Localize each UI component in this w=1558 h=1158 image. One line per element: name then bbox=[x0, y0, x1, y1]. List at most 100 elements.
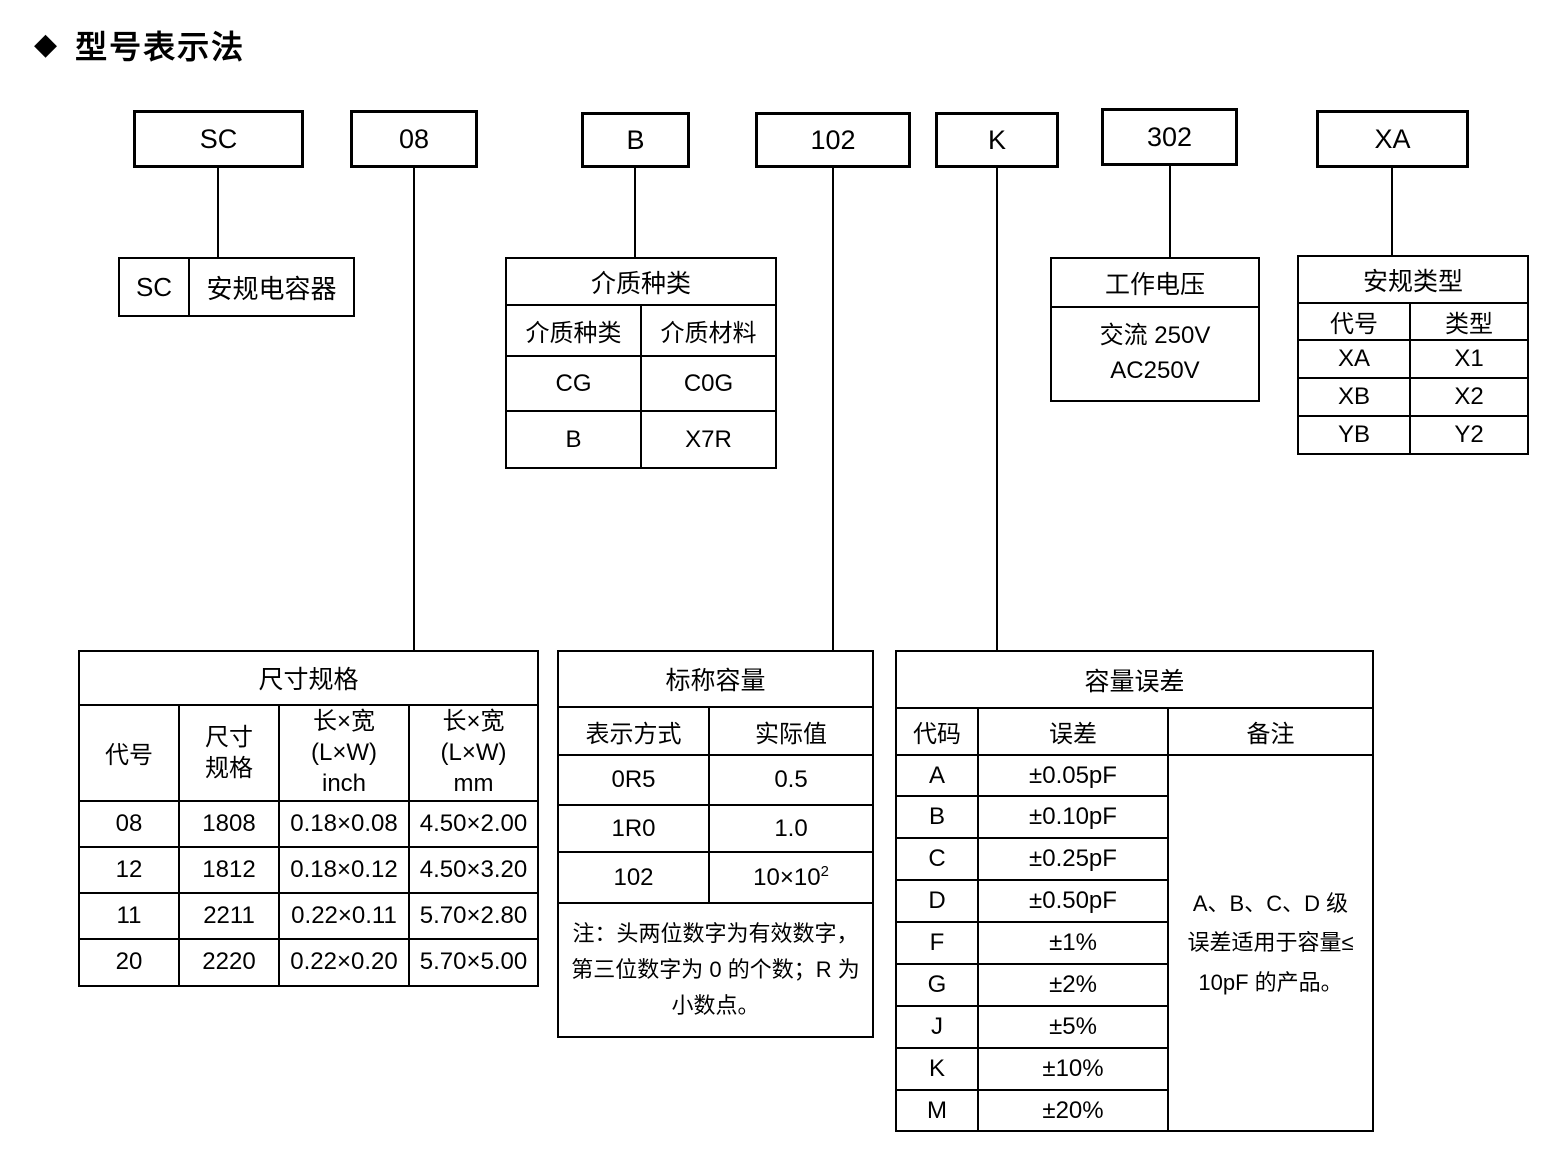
safety-cell: Y2 bbox=[1409, 415, 1529, 455]
capacitance-note: 注：头两位数字为有效数字，第三位数字为 0 的个数；R 为小数点。 bbox=[557, 902, 874, 1038]
connector-line-xa bbox=[1391, 168, 1393, 255]
dielectric-cell: C0G bbox=[640, 355, 777, 412]
prefix-code-cell: SC bbox=[118, 257, 190, 317]
safety-cell: XA bbox=[1297, 339, 1411, 379]
diamond-icon: ◆ bbox=[34, 28, 58, 61]
tolerance-cell-value: ±2% bbox=[977, 963, 1169, 1007]
tolerance-cell-code: A bbox=[895, 754, 979, 797]
dielectric-table-title: 介质种类 bbox=[505, 257, 777, 306]
voltage-line-cn: 交流 250V bbox=[1099, 322, 1211, 350]
size-table-row: 08 1808 0.18×0.08 4.50×2.00 bbox=[78, 799, 539, 848]
capacitance-cell-actual: 10×102 bbox=[708, 851, 874, 904]
code-box-08: 08 bbox=[350, 110, 478, 168]
prefix-table: SC 安规电容器 bbox=[118, 257, 355, 317]
connector-line-sc bbox=[217, 168, 219, 257]
page-title: ◆ 型号表示法 bbox=[34, 22, 245, 68]
tolerance-row: D ±0.50pF bbox=[895, 879, 1373, 923]
capacitance-cell-actual: 1.0 bbox=[708, 804, 874, 853]
prefix-meaning-cell: 安规电容器 bbox=[188, 257, 355, 317]
dielectric-cell: X7R bbox=[640, 410, 777, 469]
tolerance-cell-code: C bbox=[895, 837, 979, 881]
tolerance-cell-code: B bbox=[895, 795, 979, 839]
tolerance-cell-value: ±0.05pF bbox=[977, 754, 1169, 797]
size-cell-mm: 5.70×2.80 bbox=[408, 891, 539, 940]
safety-type-table: 安规类型 代号 类型 XA X1 XB X2 YB Y2 bbox=[1297, 255, 1529, 455]
tolerance-cell-code: K bbox=[895, 1047, 979, 1091]
tolerance-row: C ±0.25pF bbox=[895, 837, 1373, 881]
tolerance-cell-code: G bbox=[895, 963, 979, 1007]
connector-line-08 bbox=[413, 168, 415, 652]
safety-cell: X2 bbox=[1409, 377, 1529, 417]
tolerance-cell-value: ±5% bbox=[977, 1005, 1169, 1049]
dielectric-header-type: 介质种类 bbox=[505, 304, 642, 357]
voltage-line-en: AC250V bbox=[1110, 357, 1200, 384]
size-cell-inch: 0.22×0.11 bbox=[278, 891, 410, 940]
dielectric-cell: CG bbox=[505, 355, 642, 412]
capacitance-row: 102 10×102 bbox=[557, 851, 874, 904]
size-header-mm: 长×宽 (L×W) mm bbox=[408, 704, 539, 802]
connector-line-k bbox=[996, 168, 998, 652]
dielectric-header-material: 介质材料 bbox=[640, 304, 777, 357]
capacitance-header-actual: 实际值 bbox=[708, 706, 874, 756]
capacitance-table-title: 标称容量 bbox=[557, 650, 874, 708]
capacitance-actual-exp: 2 bbox=[820, 863, 829, 880]
size-cell-code: 11 bbox=[78, 891, 180, 940]
tolerance-row: K ±10% bbox=[895, 1047, 1373, 1091]
tolerance-header-code: 代码 bbox=[895, 707, 979, 756]
size-cell-inch: 0.22×0.20 bbox=[278, 937, 410, 987]
voltage-table-title: 工作电压 bbox=[1050, 257, 1260, 308]
size-header-mm-line: mm bbox=[453, 770, 494, 798]
code-box-102: 102 bbox=[755, 112, 911, 168]
tolerance-table: 容量误差 代码 误差 备注 A ±0.05pF A、B、C、D 级误差适用于容量… bbox=[895, 650, 1374, 1132]
tolerance-header-remark: 备注 bbox=[1167, 707, 1374, 756]
size-header-inch: 长×宽 (L×W) inch bbox=[278, 704, 410, 802]
size-cell-inch: 0.18×0.12 bbox=[278, 845, 410, 894]
size-header-mm-line: 长×宽 bbox=[442, 708, 505, 735]
size-cell-code: 08 bbox=[78, 799, 180, 848]
tolerance-cell-value: ±0.50pF bbox=[977, 879, 1169, 923]
tolerance-cell-code: J bbox=[895, 1005, 979, 1049]
tolerance-row: G ±2% bbox=[895, 963, 1373, 1007]
connector-line-302 bbox=[1169, 166, 1171, 259]
capacitance-actual-value: 10×10 bbox=[753, 863, 821, 891]
page-title-text: 型号表示法 bbox=[75, 29, 246, 65]
capacitance-row: 0R5 0.5 bbox=[557, 754, 874, 806]
safety-cell: YB bbox=[1297, 415, 1411, 455]
tolerance-cell-code: F bbox=[895, 921, 979, 965]
code-box-sc: SC bbox=[133, 110, 304, 168]
voltage-value-cell: 交流 250V AC250V bbox=[1050, 306, 1260, 402]
tolerance-cell-value: ±1% bbox=[977, 921, 1169, 965]
capacitance-cell-display: 102 bbox=[557, 851, 710, 904]
size-cell-size: 2220 bbox=[178, 937, 280, 987]
size-table-row: 20 2220 0.22×0.20 5.70×5.00 bbox=[78, 937, 539, 987]
code-box-b: B bbox=[581, 112, 690, 168]
capacitance-cell-actual: 0.5 bbox=[708, 754, 874, 806]
capacitance-table: 标称容量 表示方式 实际值 0R5 0.5 1R0 1.0 102 10×102… bbox=[557, 650, 874, 1038]
tolerance-row: F ±1% bbox=[895, 921, 1373, 965]
connector-line-102 bbox=[832, 168, 834, 652]
capacitance-cell-display: 1R0 bbox=[557, 804, 710, 853]
safety-type-table-title: 安规类型 bbox=[1297, 255, 1529, 304]
size-cell-code: 20 bbox=[78, 937, 180, 987]
code-box-302: 302 bbox=[1101, 108, 1238, 166]
capacitance-cell-display: 0R5 bbox=[557, 754, 710, 806]
size-table: 尺寸规格 代号 尺寸 规格 长×宽 (L×W) inch 长×宽 (L×W) m… bbox=[78, 650, 539, 987]
size-table-row: 12 1812 0.18×0.12 4.50×3.20 bbox=[78, 845, 539, 894]
size-header-size-line: 规格 bbox=[205, 754, 253, 782]
dielectric-table: 介质种类 介质种类 介质材料 CG C0G B X7R bbox=[505, 257, 777, 469]
tolerance-table-title: 容量误差 bbox=[895, 650, 1374, 709]
tolerance-cell-value: ±0.25pF bbox=[977, 837, 1169, 881]
size-header-size-line: 尺寸 bbox=[205, 723, 253, 751]
size-cell-code: 12 bbox=[78, 845, 180, 894]
capacitance-actual-value: 0.5 bbox=[774, 766, 808, 793]
voltage-table: 工作电压 交流 250V AC250V bbox=[1050, 257, 1260, 402]
connector-line-b bbox=[634, 168, 636, 257]
tolerance-cell-value: ±0.10pF bbox=[977, 795, 1169, 839]
safety-header-code: 代号 bbox=[1297, 302, 1411, 341]
tolerance-cell-value: ±10% bbox=[977, 1047, 1169, 1091]
capacitance-actual-value: 1.0 bbox=[774, 814, 808, 842]
size-cell-inch: 0.18×0.08 bbox=[278, 799, 410, 848]
safety-cell: XB bbox=[1297, 377, 1411, 417]
tolerance-remark: A、B、C、D 级误差适用于容量≤ 10pF 的产品。 bbox=[1167, 754, 1374, 1132]
size-table-title: 尺寸规格 bbox=[78, 650, 539, 706]
